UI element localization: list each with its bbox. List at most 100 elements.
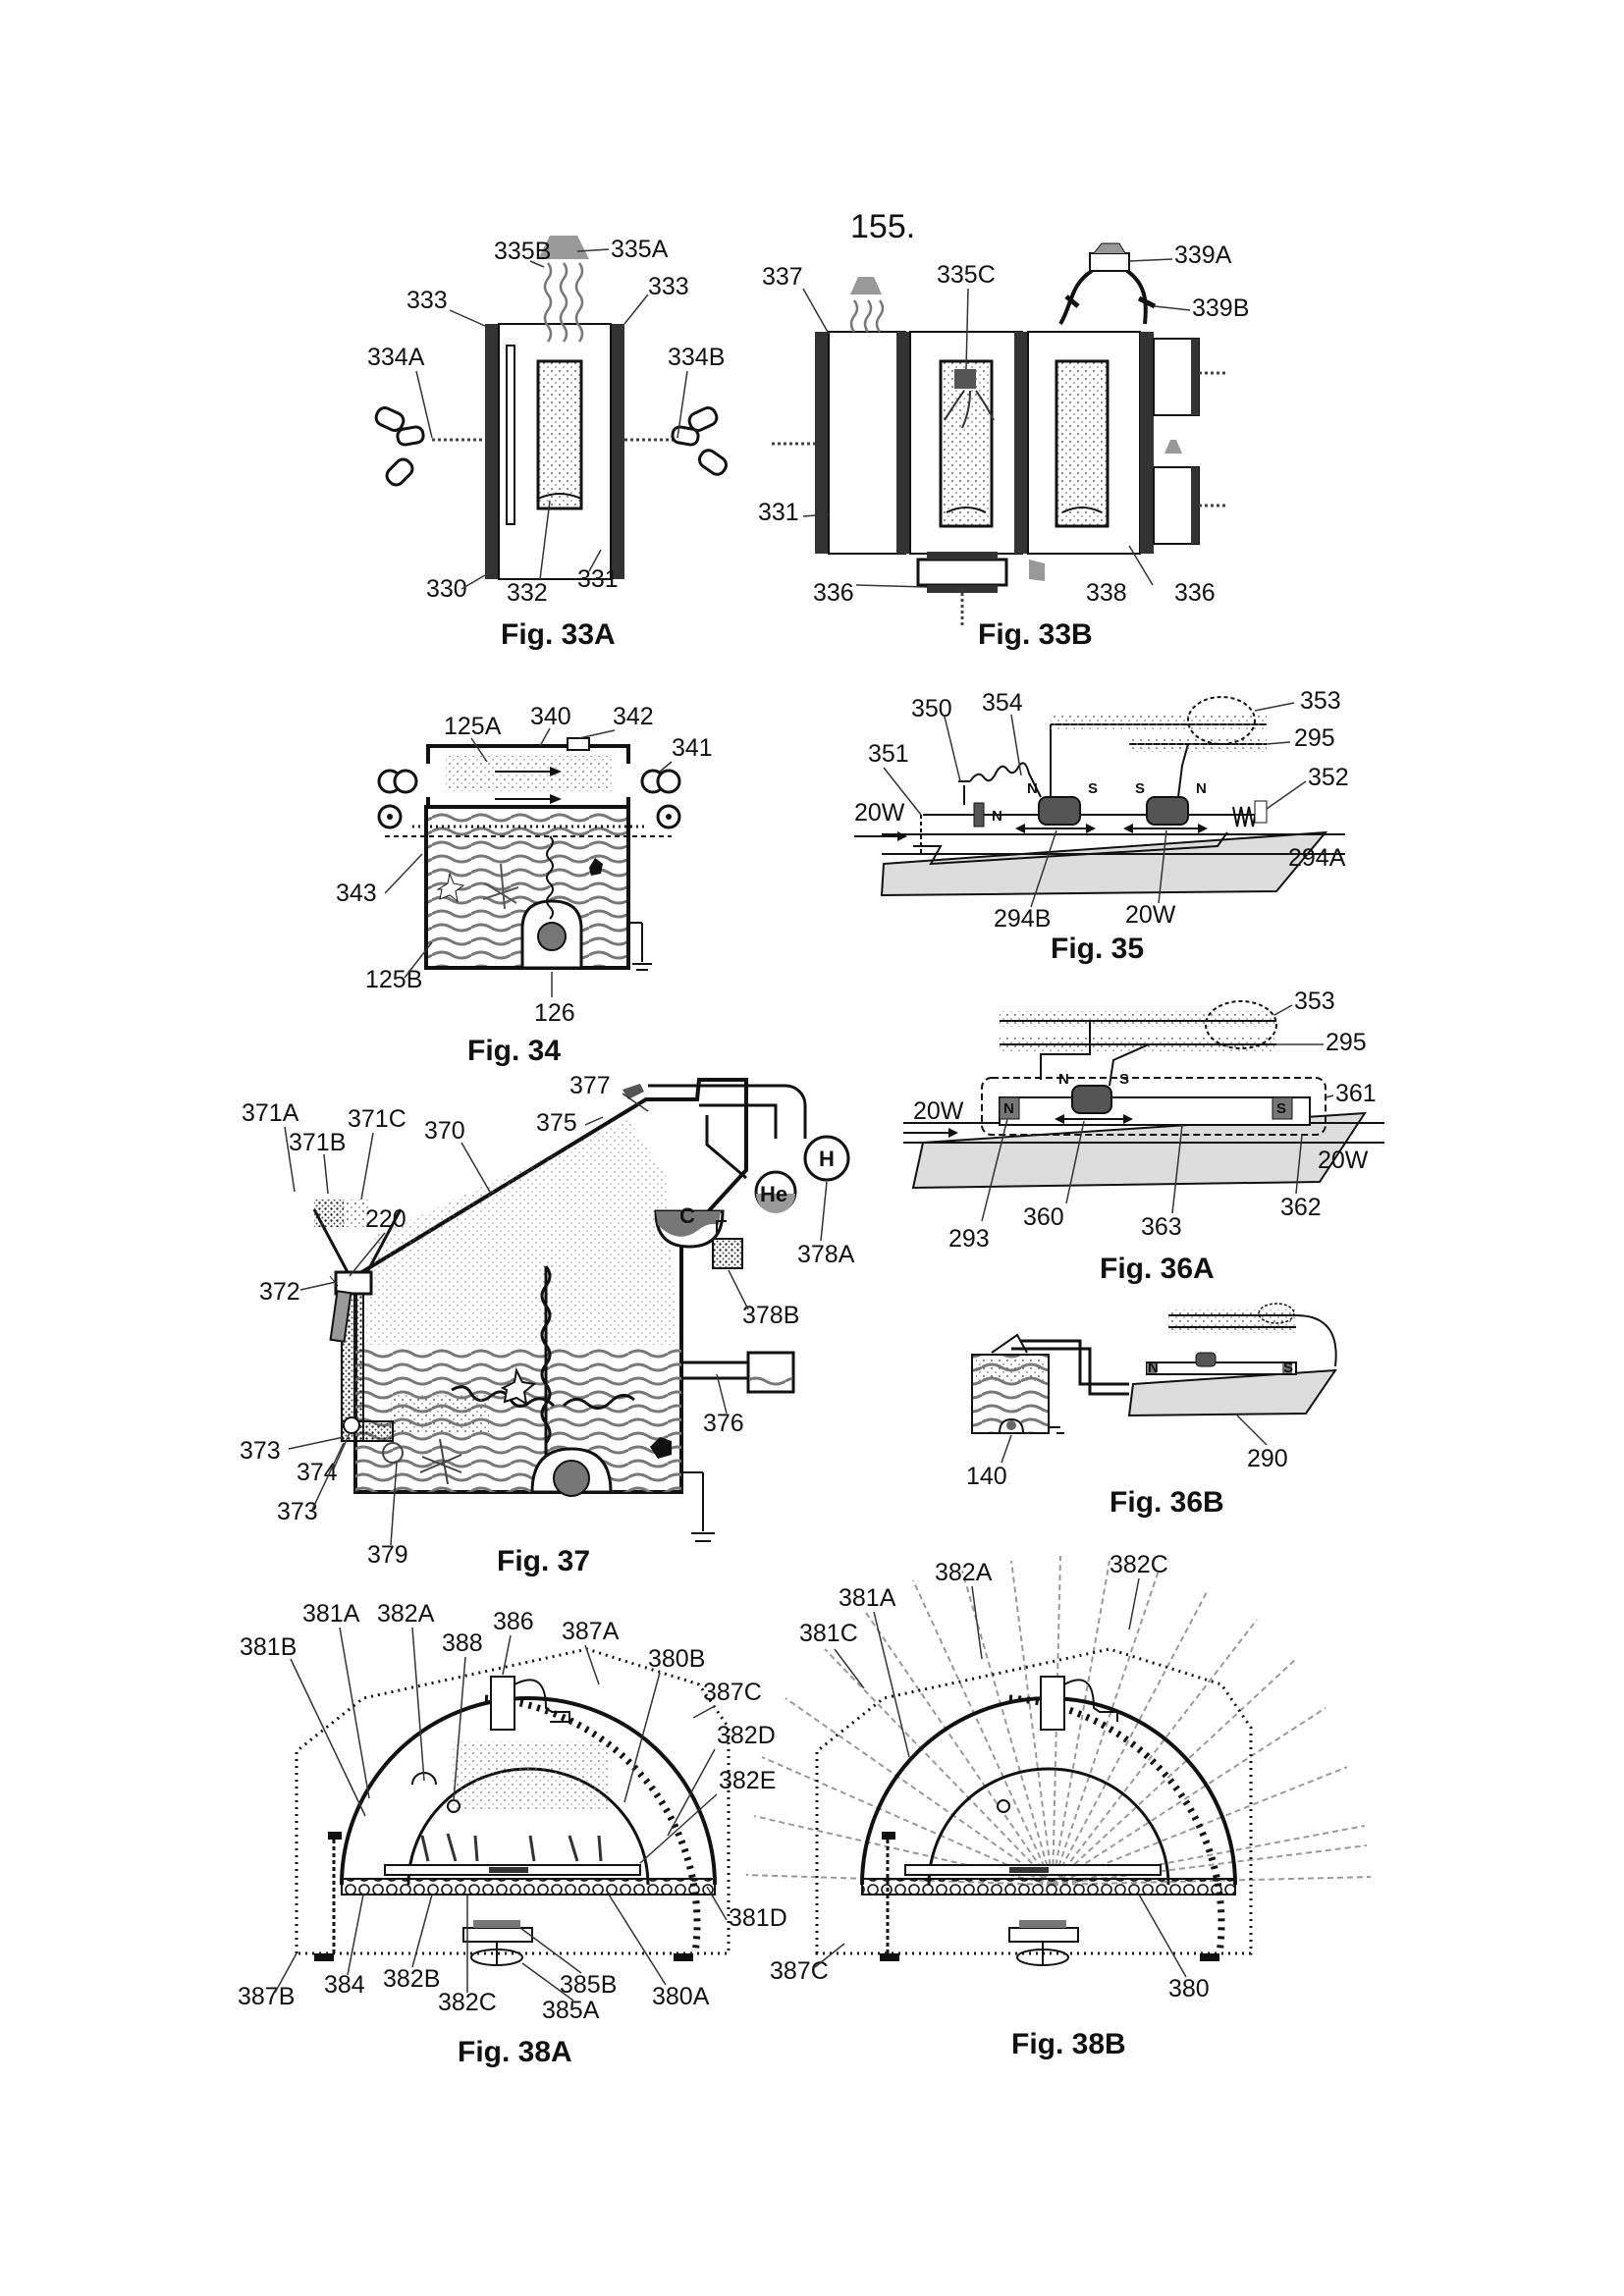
label-372: 372 [259, 1278, 300, 1306]
caption-fig-36b: Fig. 36B [1110, 1486, 1224, 1519]
label-362: 362 [1280, 1194, 1322, 1221]
label-382a: 382A [377, 1600, 435, 1628]
label-20w-36a-left: 20W [913, 1097, 964, 1125]
element-he: He [760, 1182, 787, 1206]
pole-s-36a-1: S [1276, 1100, 1286, 1117]
label-290: 290 [1247, 1445, 1288, 1472]
pole-n-36b: N [1148, 1360, 1159, 1376]
label-335b: 335B [494, 238, 551, 265]
label-382c-38b: 382C [1110, 1551, 1168, 1578]
label-337: 337 [762, 263, 803, 291]
label-386: 386 [493, 1608, 534, 1635]
label-373-bottom: 373 [277, 1498, 318, 1525]
label-294b: 20W [1125, 901, 1176, 929]
label-20w-left: 20W [854, 799, 905, 827]
caption-fig-34: Fig. 34 [467, 1035, 561, 1067]
pole-s-1: S [1088, 780, 1098, 797]
label-388: 388 [442, 1629, 483, 1657]
label-333-right: 333 [648, 273, 689, 300]
label-380: 380 [1168, 1975, 1210, 2002]
label-378a: 378A [797, 1241, 855, 1268]
label-354: 354 [982, 689, 1023, 717]
label-385a: 385A [542, 1997, 600, 2024]
label-385b: 385B [560, 1971, 617, 1999]
label-361: 361 [1335, 1080, 1377, 1107]
fig-36a: 353 295 361 20W 20W 293 360 363 362 N S … [903, 988, 1384, 1285]
page-number: 155. [850, 208, 915, 245]
label-371a: 371A [242, 1099, 299, 1127]
label-293: 293 [948, 1225, 990, 1253]
caption-fig-33a: Fig. 33A [501, 618, 616, 651]
label-339a: 339A [1174, 241, 1232, 269]
label-338: 338 [1086, 579, 1127, 607]
label-295: 295 [1294, 724, 1335, 752]
label-341: 341 [672, 734, 713, 762]
label-381a-38b: 381A [839, 1584, 896, 1612]
label-382b: 382B [383, 1965, 440, 1993]
label-20w-right: 294A [1288, 844, 1346, 872]
label-126: 126 [534, 999, 575, 1027]
label-363: 363 [1141, 1213, 1182, 1241]
fig-33b: 337 335C 339A 339B 331 336 338 336 Fig. … [758, 241, 1249, 651]
label-335a: 335A [611, 236, 669, 263]
label-376: 376 [703, 1410, 744, 1437]
label-336-right: 336 [1174, 579, 1216, 607]
label-374: 374 [297, 1459, 338, 1486]
label-381b: 381B [240, 1633, 297, 1661]
label-332: 332 [507, 579, 548, 607]
label-360: 360 [1023, 1203, 1064, 1231]
label-330: 330 [426, 575, 467, 603]
fig-37: C He H 371A 371B 371C 370 377 375 220 37… [240, 1072, 855, 1577]
label-350: 350 [911, 695, 952, 722]
label-371c: 371C [348, 1105, 406, 1133]
fig-33a: 335B 335A 333 333 334A 334B 330 332 331 … [367, 236, 730, 651]
label-295-36a: 295 [1326, 1029, 1367, 1056]
label-373-top: 373 [240, 1437, 281, 1465]
label-125a: 125A [444, 713, 502, 740]
label-140: 140 [966, 1463, 1007, 1490]
label-220: 220 [365, 1205, 406, 1233]
label-339b: 339B [1192, 294, 1249, 322]
label-381d: 381D [729, 1904, 787, 1932]
element-c: C [679, 1203, 695, 1228]
label-342: 342 [613, 703, 654, 730]
label-379: 379 [367, 1541, 408, 1569]
label-331-b: 331 [758, 499, 799, 526]
label-331: 331 [577, 565, 619, 593]
label-382e: 382E [719, 1767, 776, 1794]
label-378b: 378B [742, 1302, 799, 1329]
label-371b: 371B [289, 1129, 346, 1156]
label-387c: 387C [703, 1679, 762, 1706]
element-h: H [819, 1147, 835, 1171]
pole-s-36b: S [1283, 1360, 1293, 1376]
caption-fig-37: Fig. 37 [497, 1545, 590, 1577]
label-381c: 381C [799, 1620, 858, 1647]
label-380b: 380B [648, 1645, 705, 1673]
pole-n-3: N [1196, 780, 1207, 797]
label-334b: 334B [668, 344, 725, 371]
label-387b: 387B [238, 1983, 295, 2010]
label-352: 352 [1308, 764, 1349, 791]
label-381a: 381A [302, 1600, 360, 1628]
label-387c-38b: 387C [770, 1957, 829, 1985]
caption-fig-36a: Fig. 36A [1100, 1253, 1215, 1285]
caption-fig-33b: Fig. 33B [978, 618, 1093, 651]
fig-38b: 381A 382A 382C 381C 387C 380 Fig. 38B [746, 1551, 1371, 2060]
label-340: 340 [530, 703, 571, 730]
label-370: 370 [424, 1117, 465, 1145]
label-375: 375 [536, 1109, 577, 1137]
pole-s-36a-2: S [1119, 1071, 1129, 1088]
pole-n-1: N [992, 808, 1002, 825]
pole-n-36a-1: N [1003, 1100, 1014, 1117]
label-294a: 294B [994, 905, 1051, 933]
label-334a: 334A [367, 344, 425, 371]
label-335c: 335C [937, 261, 996, 289]
fig-36b: N S 140 290 Fig. 36B [966, 1304, 1336, 1519]
label-380a: 380A [652, 1983, 710, 2010]
label-333-left: 333 [406, 287, 448, 314]
fig-34: 125A 340 342 341 343 125B 126 Fig. 34 [336, 703, 713, 1067]
label-387a: 387A [562, 1618, 620, 1645]
label-377: 377 [569, 1072, 611, 1099]
label-351: 351 [868, 740, 909, 768]
